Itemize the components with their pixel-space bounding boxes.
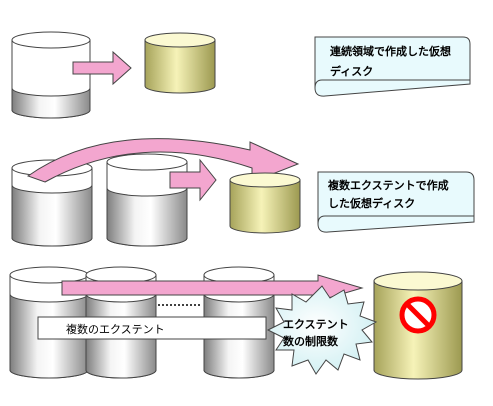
row3-extents-label-box: 複数のエクステント xyxy=(37,316,267,340)
row2-physical-disk-1 xyxy=(11,159,93,247)
row2-straight-arrow xyxy=(169,158,217,202)
row1-arrow xyxy=(72,50,132,86)
row3-extents-label: 複数のエクステント xyxy=(66,322,165,336)
row1-caption-line2: ディスク xyxy=(330,64,373,78)
row2-physical-disk-2 xyxy=(106,153,188,247)
row1-physical-disk xyxy=(11,31,91,119)
row1-virtual-disk xyxy=(144,32,216,94)
row1-caption-line1: 連続領域で作成した仮想 xyxy=(330,44,451,58)
row2-caption-line1: 複数エクステントで作成 xyxy=(327,178,449,192)
burst-line2: 数の制限数 xyxy=(283,334,339,348)
row2-caption-scroll: 複数エクステントで作成 した仮想ディスク xyxy=(317,171,475,233)
burst-line1: エクステント xyxy=(283,318,349,331)
prohibited-sign-icon xyxy=(399,296,437,334)
row1-caption-scroll: 連続領域で作成した仮想 ディスク xyxy=(314,36,471,97)
row2-curved-arrow xyxy=(26,138,300,183)
row2-caption-line2: した仮想ディスク xyxy=(328,196,415,210)
row2-virtual-disk xyxy=(229,172,301,234)
limit-starburst: エクステント 数の制限数 xyxy=(266,285,378,375)
